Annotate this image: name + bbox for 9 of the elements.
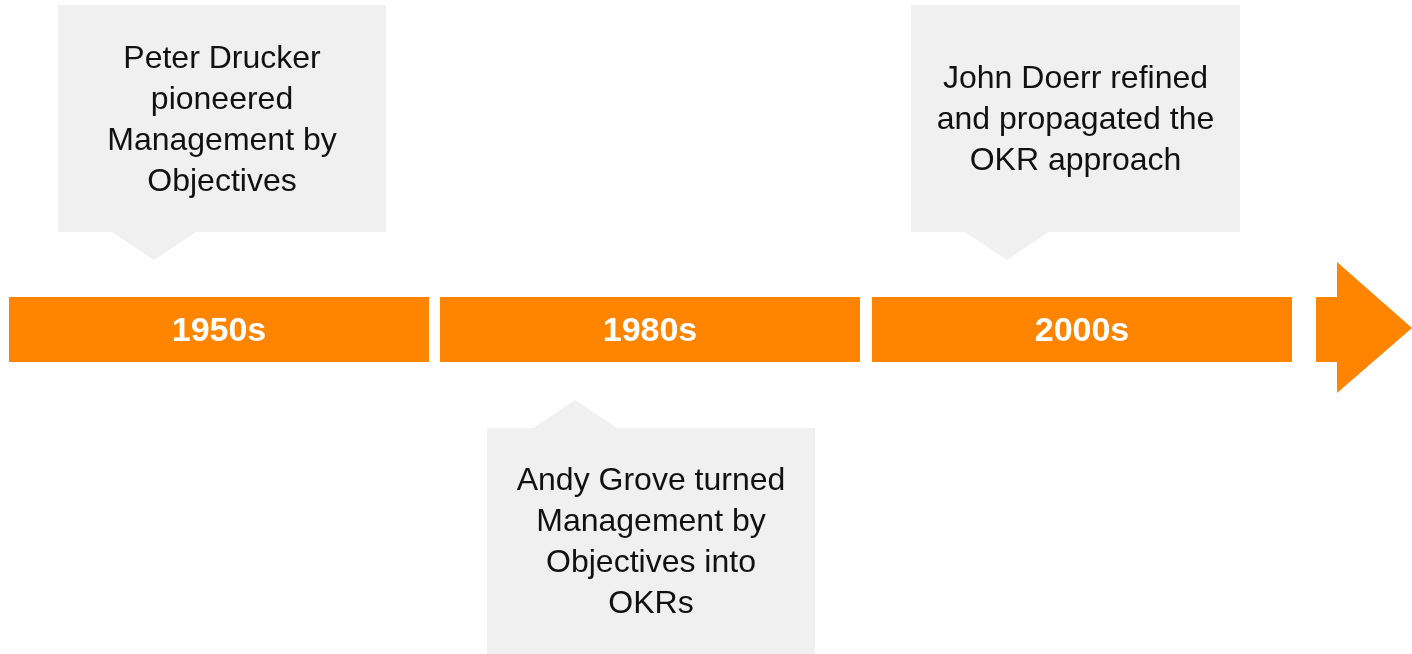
period-label: 1980s: [602, 310, 698, 349]
period-label: 1950s: [171, 310, 267, 349]
timeline-segment: [872, 297, 1292, 362]
timeline-segment: [9, 297, 429, 362]
milestone-text: John Doerr refined and propagated the OKR approach: [935, 58, 1216, 179]
timeline-segment: [440, 297, 860, 362]
period-label: 2000s: [1034, 310, 1130, 349]
milestone-text: Peter Drucker pioneered Management by Objectives: [106, 37, 338, 200]
milestone-text: Andy Grove turned Management by Objectives into OKRs: [515, 460, 787, 622]
